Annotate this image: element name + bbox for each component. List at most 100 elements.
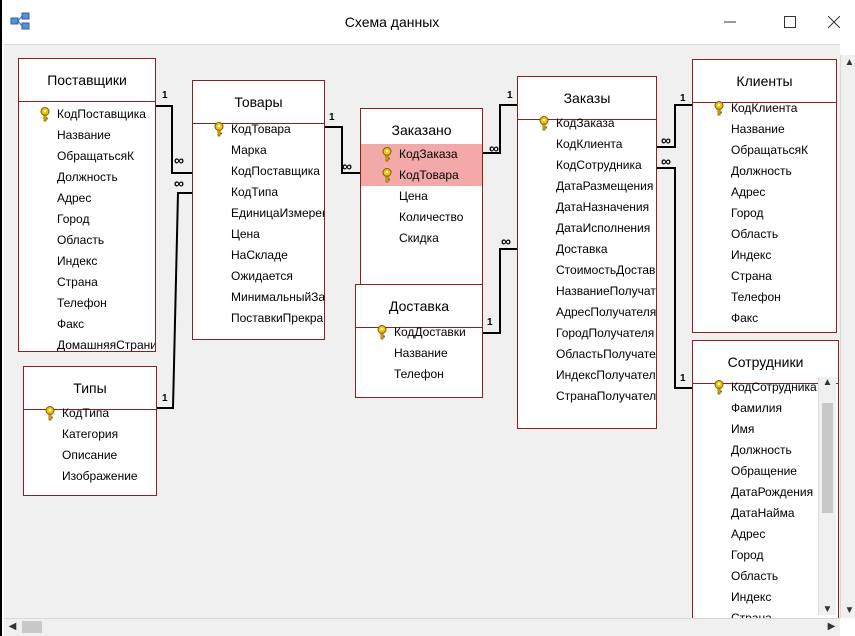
- field-item[interactable]: Описание: [24, 445, 156, 466]
- table-title[interactable]: Сотрудники: [693, 341, 838, 384]
- table-title[interactable]: Типы: [24, 367, 156, 410]
- maximize-button[interactable]: [767, 0, 813, 44]
- field-item[interactable]: КодСотрудника: [518, 155, 656, 176]
- field-item[interactable]: Адрес: [693, 524, 818, 545]
- field-item[interactable]: НазваниеПолучателя: [518, 281, 656, 302]
- field-item[interactable]: ДатаРождения: [693, 482, 818, 503]
- field-item[interactable]: Цена: [361, 186, 482, 207]
- field-item[interactable]: КодТипа: [193, 182, 324, 203]
- table-dostavka[interactable]: Доставка КодДоставки Название Телефон: [355, 284, 483, 398]
- field-item[interactable]: Индекс: [693, 245, 836, 266]
- field-item[interactable]: Скидка: [361, 228, 482, 249]
- field-list[interactable]: КодДоставки Название Телефон: [356, 322, 482, 397]
- field-item[interactable]: ДатаНазначения: [518, 197, 656, 218]
- field-item[interactable]: Марка: [193, 140, 324, 161]
- scroll-left-arrow-icon[interactable]: ◀: [8, 621, 17, 632]
- field-item[interactable]: Название: [693, 119, 836, 140]
- field-item[interactable]: ДатаРазмещения: [518, 176, 656, 197]
- field-item[interactable]: Адрес: [19, 188, 155, 209]
- field-item[interactable]: ДатаНайма: [693, 503, 818, 524]
- field-item[interactable]: Должность: [19, 167, 155, 188]
- field-item[interactable]: Индекс: [693, 587, 818, 608]
- title-bar[interactable]: Схема данных: [2, 0, 855, 44]
- field-item[interactable]: ДатаИсполнения: [518, 218, 656, 239]
- field-list[interactable]: КодЗаказа КодТовара Цена Количество Скид…: [361, 144, 482, 301]
- table-scrollbar[interactable]: ▲ ▼: [818, 377, 836, 615]
- table-title[interactable]: Клиенты: [693, 60, 836, 103]
- field-item[interactable]: ДомашняяСтраница: [19, 335, 155, 351]
- field-item[interactable]: Цена: [193, 224, 324, 245]
- field-list[interactable]: КодТипа Категория Описание Изображение: [24, 403, 156, 495]
- field-item[interactable]: СтоимостьДоставки: [518, 260, 656, 281]
- scroll-down-arrow-icon[interactable]: ▼: [844, 605, 855, 616]
- field-item[interactable]: КодТовара: [193, 119, 324, 140]
- horizontal-scrollbar[interactable]: ◀ ▶: [4, 618, 840, 636]
- field-item[interactable]: КодКлиента: [518, 134, 656, 155]
- scroll-down-arrow-icon[interactable]: ▼: [822, 604, 833, 615]
- field-item[interactable]: КодПоставщика: [19, 104, 155, 125]
- field-item[interactable]: ИндексПолучателя: [518, 365, 656, 386]
- field-item[interactable]: ГородПолучателя: [518, 323, 656, 344]
- scrollbar-thumb[interactable]: [22, 621, 42, 633]
- table-tovary[interactable]: Товары КодТовара Марка КодПоставщика Код…: [192, 80, 325, 340]
- table-title[interactable]: Товары: [193, 81, 324, 124]
- field-item[interactable]: Количество: [361, 207, 482, 228]
- table-sotrudniki[interactable]: Сотрудники КодСотрудника Фамилия Имя Дол…: [692, 340, 839, 619]
- field-item-selected[interactable]: КодТовара: [361, 165, 482, 186]
- field-list[interactable]: КодПоставщика Название ОбращатьсяК Должн…: [19, 104, 155, 351]
- field-item[interactable]: КодКлиента: [693, 98, 836, 119]
- field-item[interactable]: Страна: [19, 272, 155, 293]
- field-item[interactable]: Категория: [24, 424, 156, 445]
- table-zakazy[interactable]: Заказы КодЗаказа КодКлиента КодСотрудник…: [517, 76, 657, 429]
- field-item[interactable]: Область: [19, 230, 155, 251]
- field-item[interactable]: МинимальныйЗапас: [193, 287, 324, 308]
- table-postavshchiki[interactable]: Поставщики КодПоставщика Название Обраща…: [18, 58, 156, 352]
- table-klienty[interactable]: Клиенты КодКлиента Название ОбращатьсяК …: [692, 59, 837, 333]
- field-item[interactable]: Факс: [19, 314, 155, 335]
- field-item[interactable]: КодСотрудника: [693, 377, 818, 398]
- scrollbar-thumb[interactable]: [822, 403, 833, 513]
- table-title[interactable]: Доставка: [356, 285, 482, 328]
- field-item[interactable]: Изображение: [24, 466, 156, 487]
- field-list[interactable]: КодКлиента Название ОбращатьсяК Должност…: [693, 98, 836, 332]
- field-item[interactable]: Доставка: [518, 239, 656, 260]
- field-item-selected[interactable]: КодЗаказа: [361, 144, 482, 165]
- field-item[interactable]: ОбращатьсяК: [693, 140, 836, 161]
- vertical-scrollbar[interactable]: ▲ ▼: [840, 55, 855, 618]
- field-item[interactable]: КодТипа: [24, 403, 156, 424]
- close-button[interactable]: [811, 0, 855, 44]
- table-title[interactable]: Заказы: [518, 77, 656, 120]
- field-item[interactable]: НаСкладе: [193, 245, 324, 266]
- table-zakazano[interactable]: Заказано КодЗаказа КодТовара Цена Количе…: [360, 108, 483, 302]
- field-item[interactable]: Факс: [693, 308, 836, 329]
- field-item[interactable]: Область: [693, 566, 818, 587]
- field-item[interactable]: Город: [693, 203, 836, 224]
- field-item[interactable]: Название: [19, 125, 155, 146]
- field-item[interactable]: Индекс: [19, 251, 155, 272]
- field-item[interactable]: Страна: [693, 266, 836, 287]
- field-item[interactable]: Телефон: [356, 364, 482, 385]
- field-list[interactable]: КодЗаказа КодКлиента КодСотрудника ДатаР…: [518, 113, 656, 428]
- field-item[interactable]: Должность: [693, 161, 836, 182]
- field-item[interactable]: ПоставкиПрекращены: [193, 308, 324, 329]
- scroll-right-arrow-icon[interactable]: ▶: [827, 621, 836, 632]
- field-item[interactable]: Город: [693, 545, 818, 566]
- field-item[interactable]: КодПоставщика: [193, 161, 324, 182]
- field-item[interactable]: Название: [356, 343, 482, 364]
- field-item[interactable]: Фамилия: [693, 398, 818, 419]
- field-item[interactable]: КодДоставки: [356, 322, 482, 343]
- field-list[interactable]: КодСотрудника Фамилия Имя Должность Обра…: [693, 377, 818, 619]
- field-item[interactable]: Обращение: [693, 461, 818, 482]
- field-item[interactable]: ЕдиницаИзмерения: [193, 203, 324, 224]
- scroll-up-arrow-icon[interactable]: ▲: [822, 377, 833, 388]
- field-item[interactable]: Город: [19, 209, 155, 230]
- field-item[interactable]: Телефон: [693, 287, 836, 308]
- field-item[interactable]: АдресПолучателя: [518, 302, 656, 323]
- relationships-canvas[interactable]: 1 ∞ 1 ∞ 1 ∞ 1 ∞ 1 ∞ 1 ∞ 1 ∞ Поставщики К…: [4, 44, 840, 619]
- field-item[interactable]: Должность: [693, 440, 818, 461]
- field-item[interactable]: Телефон: [19, 293, 155, 314]
- minimize-button[interactable]: [707, 0, 753, 44]
- field-item[interactable]: Страна: [693, 608, 818, 619]
- table-tipy[interactable]: Типы КодТипа Категория Описание Изображе…: [23, 366, 157, 496]
- field-item[interactable]: СтранаПолучателя: [518, 386, 656, 407]
